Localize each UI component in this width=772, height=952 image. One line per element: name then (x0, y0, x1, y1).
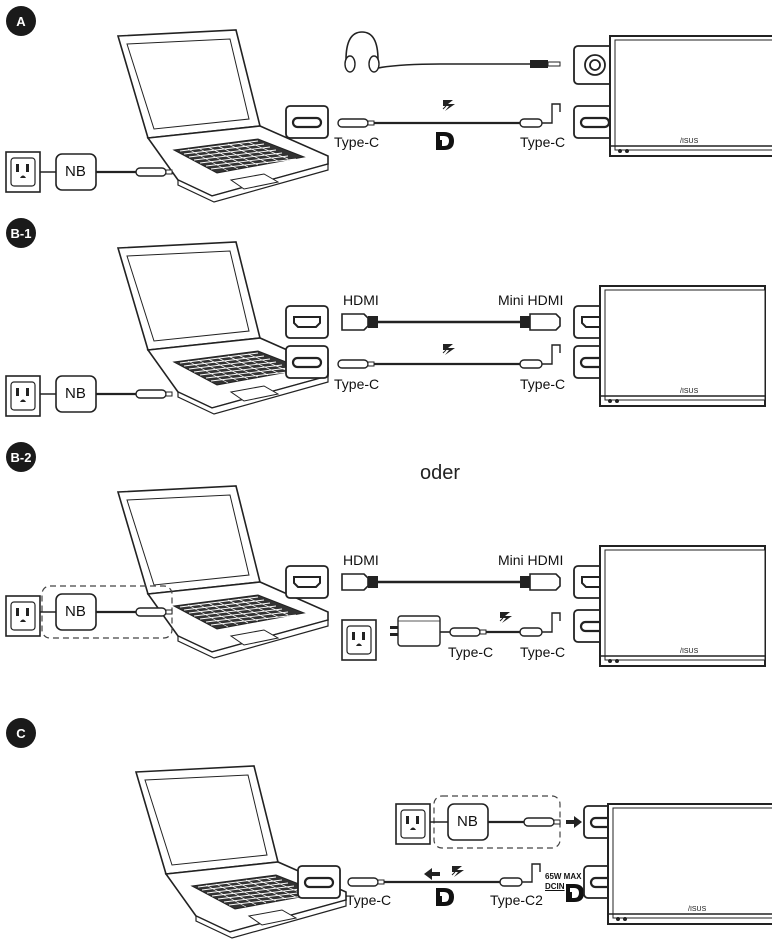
lightning-icon (442, 99, 456, 112)
hdmi-plug-icon (341, 313, 378, 331)
wall-outlet-icon (5, 595, 41, 637)
usb-c-plug-icon (135, 167, 173, 177)
monitor-brand: /ISUS (680, 138, 699, 145)
hdmi-right-label: Mini HDMI (498, 292, 564, 308)
monitor-brand: /ISUS (680, 388, 699, 395)
nb-label: NB (65, 163, 86, 180)
nb-label: NB (65, 603, 86, 620)
hdmi-plug-icon (341, 573, 378, 591)
power-adapter-icon (389, 615, 441, 647)
wall-outlet-icon (395, 803, 431, 845)
laptop-icon (135, 765, 347, 939)
displayport-logo-icon (566, 884, 584, 902)
usb-c-plug-icon (135, 389, 173, 399)
left-port-label: Type-C (334, 376, 380, 392)
dcin-label: DCIN (545, 882, 565, 891)
wall-outlet-icon (5, 375, 41, 417)
hdmi-port-icon (285, 305, 329, 339)
monitor-brand: /ISUS (680, 648, 699, 655)
hdmi-left-label: HDMI (343, 292, 379, 308)
usb-c-plug-icon (337, 118, 375, 128)
power-max-label: 65W MAX (545, 872, 582, 881)
section-badge-b2: B-2 (6, 442, 36, 472)
usb-c-plug-icon (347, 877, 385, 887)
monitor-brand: /ISUS (688, 906, 707, 913)
section-badge-c: C (6, 718, 36, 748)
audio-jack-icon (530, 60, 561, 68)
mini-hdmi-plug-icon (520, 313, 561, 331)
section-badge-b1: B-1 (6, 218, 36, 248)
section-badge-a: A (6, 6, 36, 36)
left-port-label: Type-C (334, 134, 380, 150)
usb-c-port-icon (284, 344, 330, 380)
displayport-logo-icon (436, 888, 454, 906)
arrow-icon (424, 868, 440, 880)
usb-c-plug-icon (337, 359, 375, 369)
right-port-label: Type-C (520, 644, 566, 660)
right-port-label: Type-C2 (490, 892, 543, 908)
nb-label: NB (65, 385, 86, 402)
nb-label: NB (457, 813, 478, 830)
headphone-port-icon (573, 45, 617, 85)
right-port-label: Type-C (520, 376, 566, 392)
mini-hdmi-plug-icon (520, 573, 561, 591)
adapter-port-label: Type-C (448, 644, 494, 660)
separator-text: oder (420, 462, 461, 484)
usb-c-port-icon (296, 864, 342, 900)
left-port-label: Type-C (346, 892, 392, 908)
hdmi-port-icon (285, 565, 329, 599)
wall-outlet-icon (341, 619, 377, 661)
displayport-logo-icon (436, 132, 454, 150)
headphones-icon (344, 31, 380, 73)
usb-c-plug-icon (449, 627, 487, 637)
lightning-icon (451, 865, 465, 878)
hdmi-right-label: Mini HDMI (498, 552, 564, 568)
lightning-icon (499, 611, 513, 624)
hdmi-left-label: HDMI (343, 552, 379, 568)
usb-c-plug-icon (523, 817, 561, 827)
lightning-icon (442, 343, 456, 356)
right-port-label: Type-C (520, 134, 566, 150)
usb-c-port-icon (284, 104, 330, 140)
arrow-icon (566, 816, 582, 828)
wall-outlet-icon (5, 151, 41, 193)
